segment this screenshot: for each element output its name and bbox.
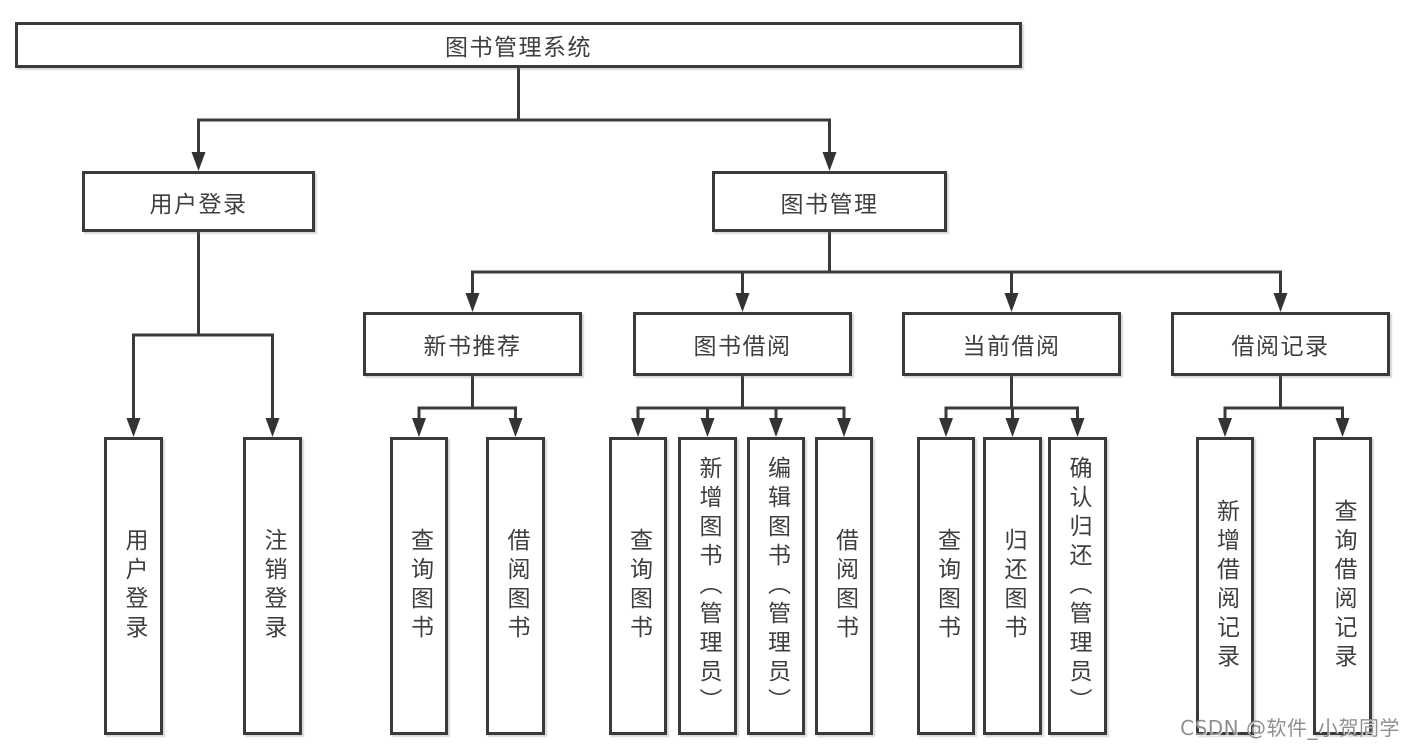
node-new-book-recommend: 新书推荐 [363,312,582,376]
leaf-borrow-edit-books-admin: 编辑图书（管理员） [747,437,805,735]
node-label: 用户登录 [149,191,248,218]
leaf-label: 查询图书 [933,528,960,644]
node-label: 当前借阅 [962,334,1061,360]
leaf-label: 新增借阅记录 [1212,499,1239,673]
leaf-records-add-record: 新增借阅记录 [1196,437,1254,735]
leaf-label: 确认归还（管理员） [1065,455,1091,717]
node-book-borrow: 图书借阅 [633,312,852,376]
node-user-login: 用户登录 [82,171,315,232]
leaf-label: 编辑图书（管理员） [763,455,790,717]
node-label: 新书推荐 [423,334,522,360]
node-label: 图书管理 [780,191,879,218]
leaf-current-query-books: 查询图书 [917,437,975,735]
leaf-label: 查询图书 [406,528,433,644]
leaf-records-query-record: 查询借阅记录 [1313,437,1372,735]
leaf-user-login: 用户登录 [104,437,163,735]
node-root-system: 图书管理系统 [15,22,1022,68]
leaf-label: 归还图书 [1000,528,1026,644]
leaf-borrow-add-books-admin: 新增图书（管理员） [678,437,737,735]
leaf-current-confirm-return-admin: 确认归还（管理员） [1048,437,1107,735]
node-label: 图书借阅 [693,334,792,360]
leaf-recommend-borrow-books: 借阅图书 [486,437,545,735]
leaf-borrow-borrow-books: 借阅图书 [815,437,873,735]
node-book-management: 图书管理 [712,171,947,232]
csdn-watermark: CSDN @软件_小贺同学 [1180,716,1400,740]
node-label: 图书管理系统 [445,35,592,61]
leaf-recommend-query-books: 查询图书 [390,437,448,735]
node-label: 借阅记录 [1231,334,1330,360]
leaf-borrow-query-books: 查询图书 [609,437,667,735]
node-borrow-records: 借阅记录 [1171,312,1390,376]
leaf-label: 查询图书 [625,528,652,644]
leaf-label: 查询借阅记录 [1330,499,1356,673]
leaf-label: 用户登录 [121,528,147,644]
leaf-current-return-books: 归还图书 [983,437,1042,735]
leaf-label: 注销登录 [260,528,286,644]
leaf-label: 借阅图书 [831,528,858,644]
node-current-borrow: 当前借阅 [902,312,1121,376]
leaf-logout: 注销登录 [243,437,302,735]
leaf-label: 借阅图书 [503,528,529,644]
leaf-label: 新增图书（管理员） [695,455,721,717]
